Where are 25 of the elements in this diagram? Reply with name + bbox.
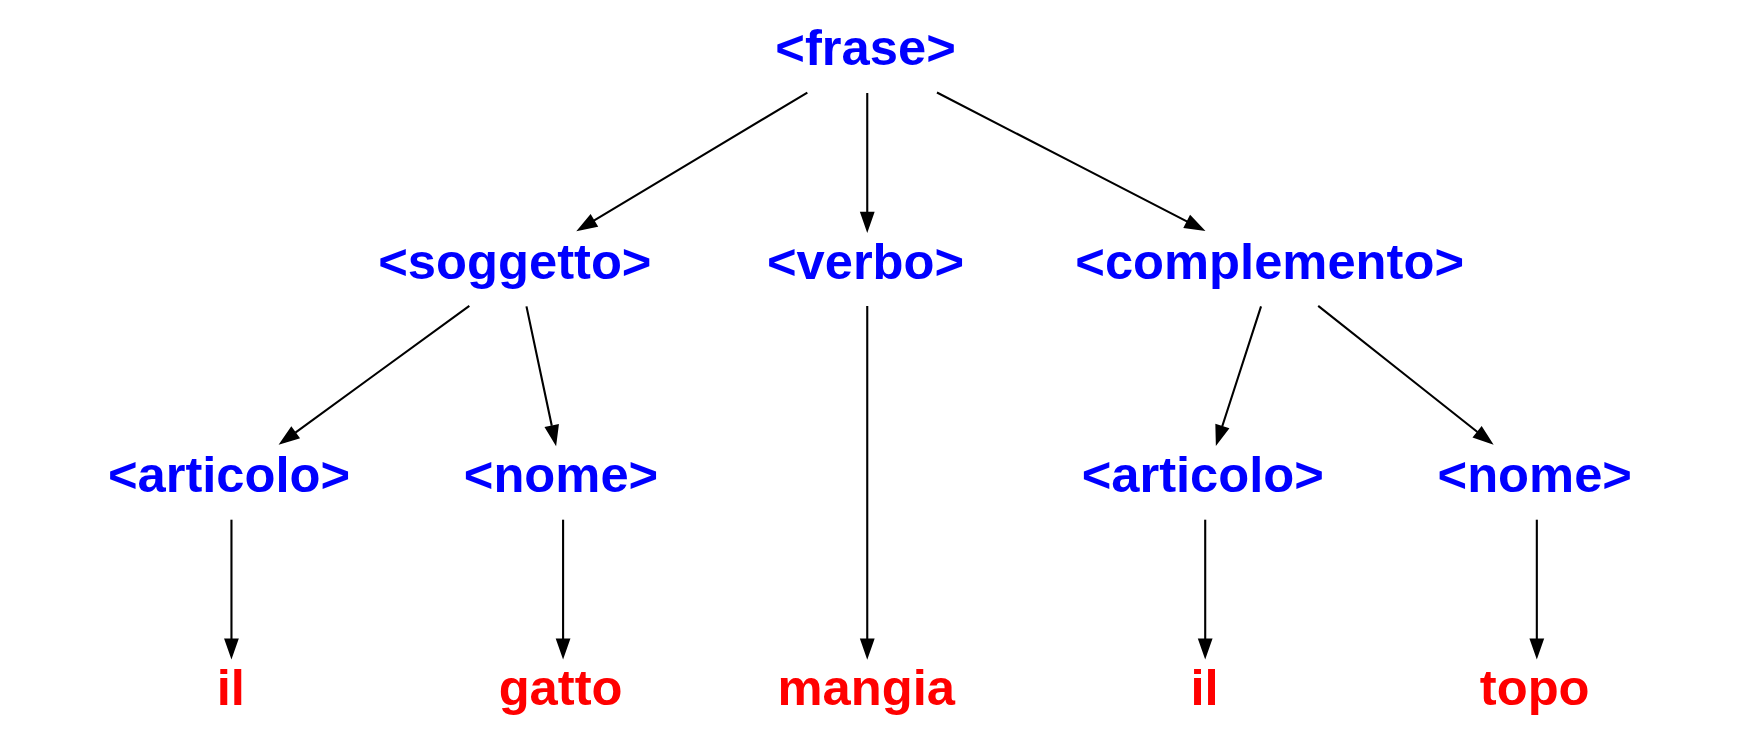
- node-text: <nome>: [1437, 446, 1632, 504]
- node-text: gatto: [498, 659, 623, 717]
- arrow: [576, 91, 808, 232]
- node-text: mangia: [777, 659, 955, 717]
- node-text: <frase>: [775, 19, 956, 77]
- arrow: [1197, 519, 1213, 660]
- arrow: [1529, 519, 1545, 660]
- arrow: [555, 519, 571, 660]
- arrow: [278, 305, 470, 445]
- node-text: <soggetto>: [378, 232, 652, 290]
- node-text: il: [216, 659, 245, 717]
- arrow: [525, 306, 559, 447]
- arrow: [859, 93, 875, 233]
- node-text: <articolo>: [107, 446, 351, 504]
- arrow: [224, 519, 239, 660]
- node-text: <verbo>: [766, 232, 965, 290]
- arrow: [859, 305, 875, 660]
- arrow: [1215, 306, 1263, 447]
- node-text: <nome>: [463, 446, 659, 504]
- node-text: <complemento>: [1075, 232, 1465, 290]
- node-text: <articolo>: [1081, 446, 1324, 504]
- arrow: [936, 91, 1206, 231]
- node-text: il: [1190, 659, 1219, 717]
- arrow: [1317, 305, 1494, 445]
- node-text: topo: [1479, 659, 1590, 717]
